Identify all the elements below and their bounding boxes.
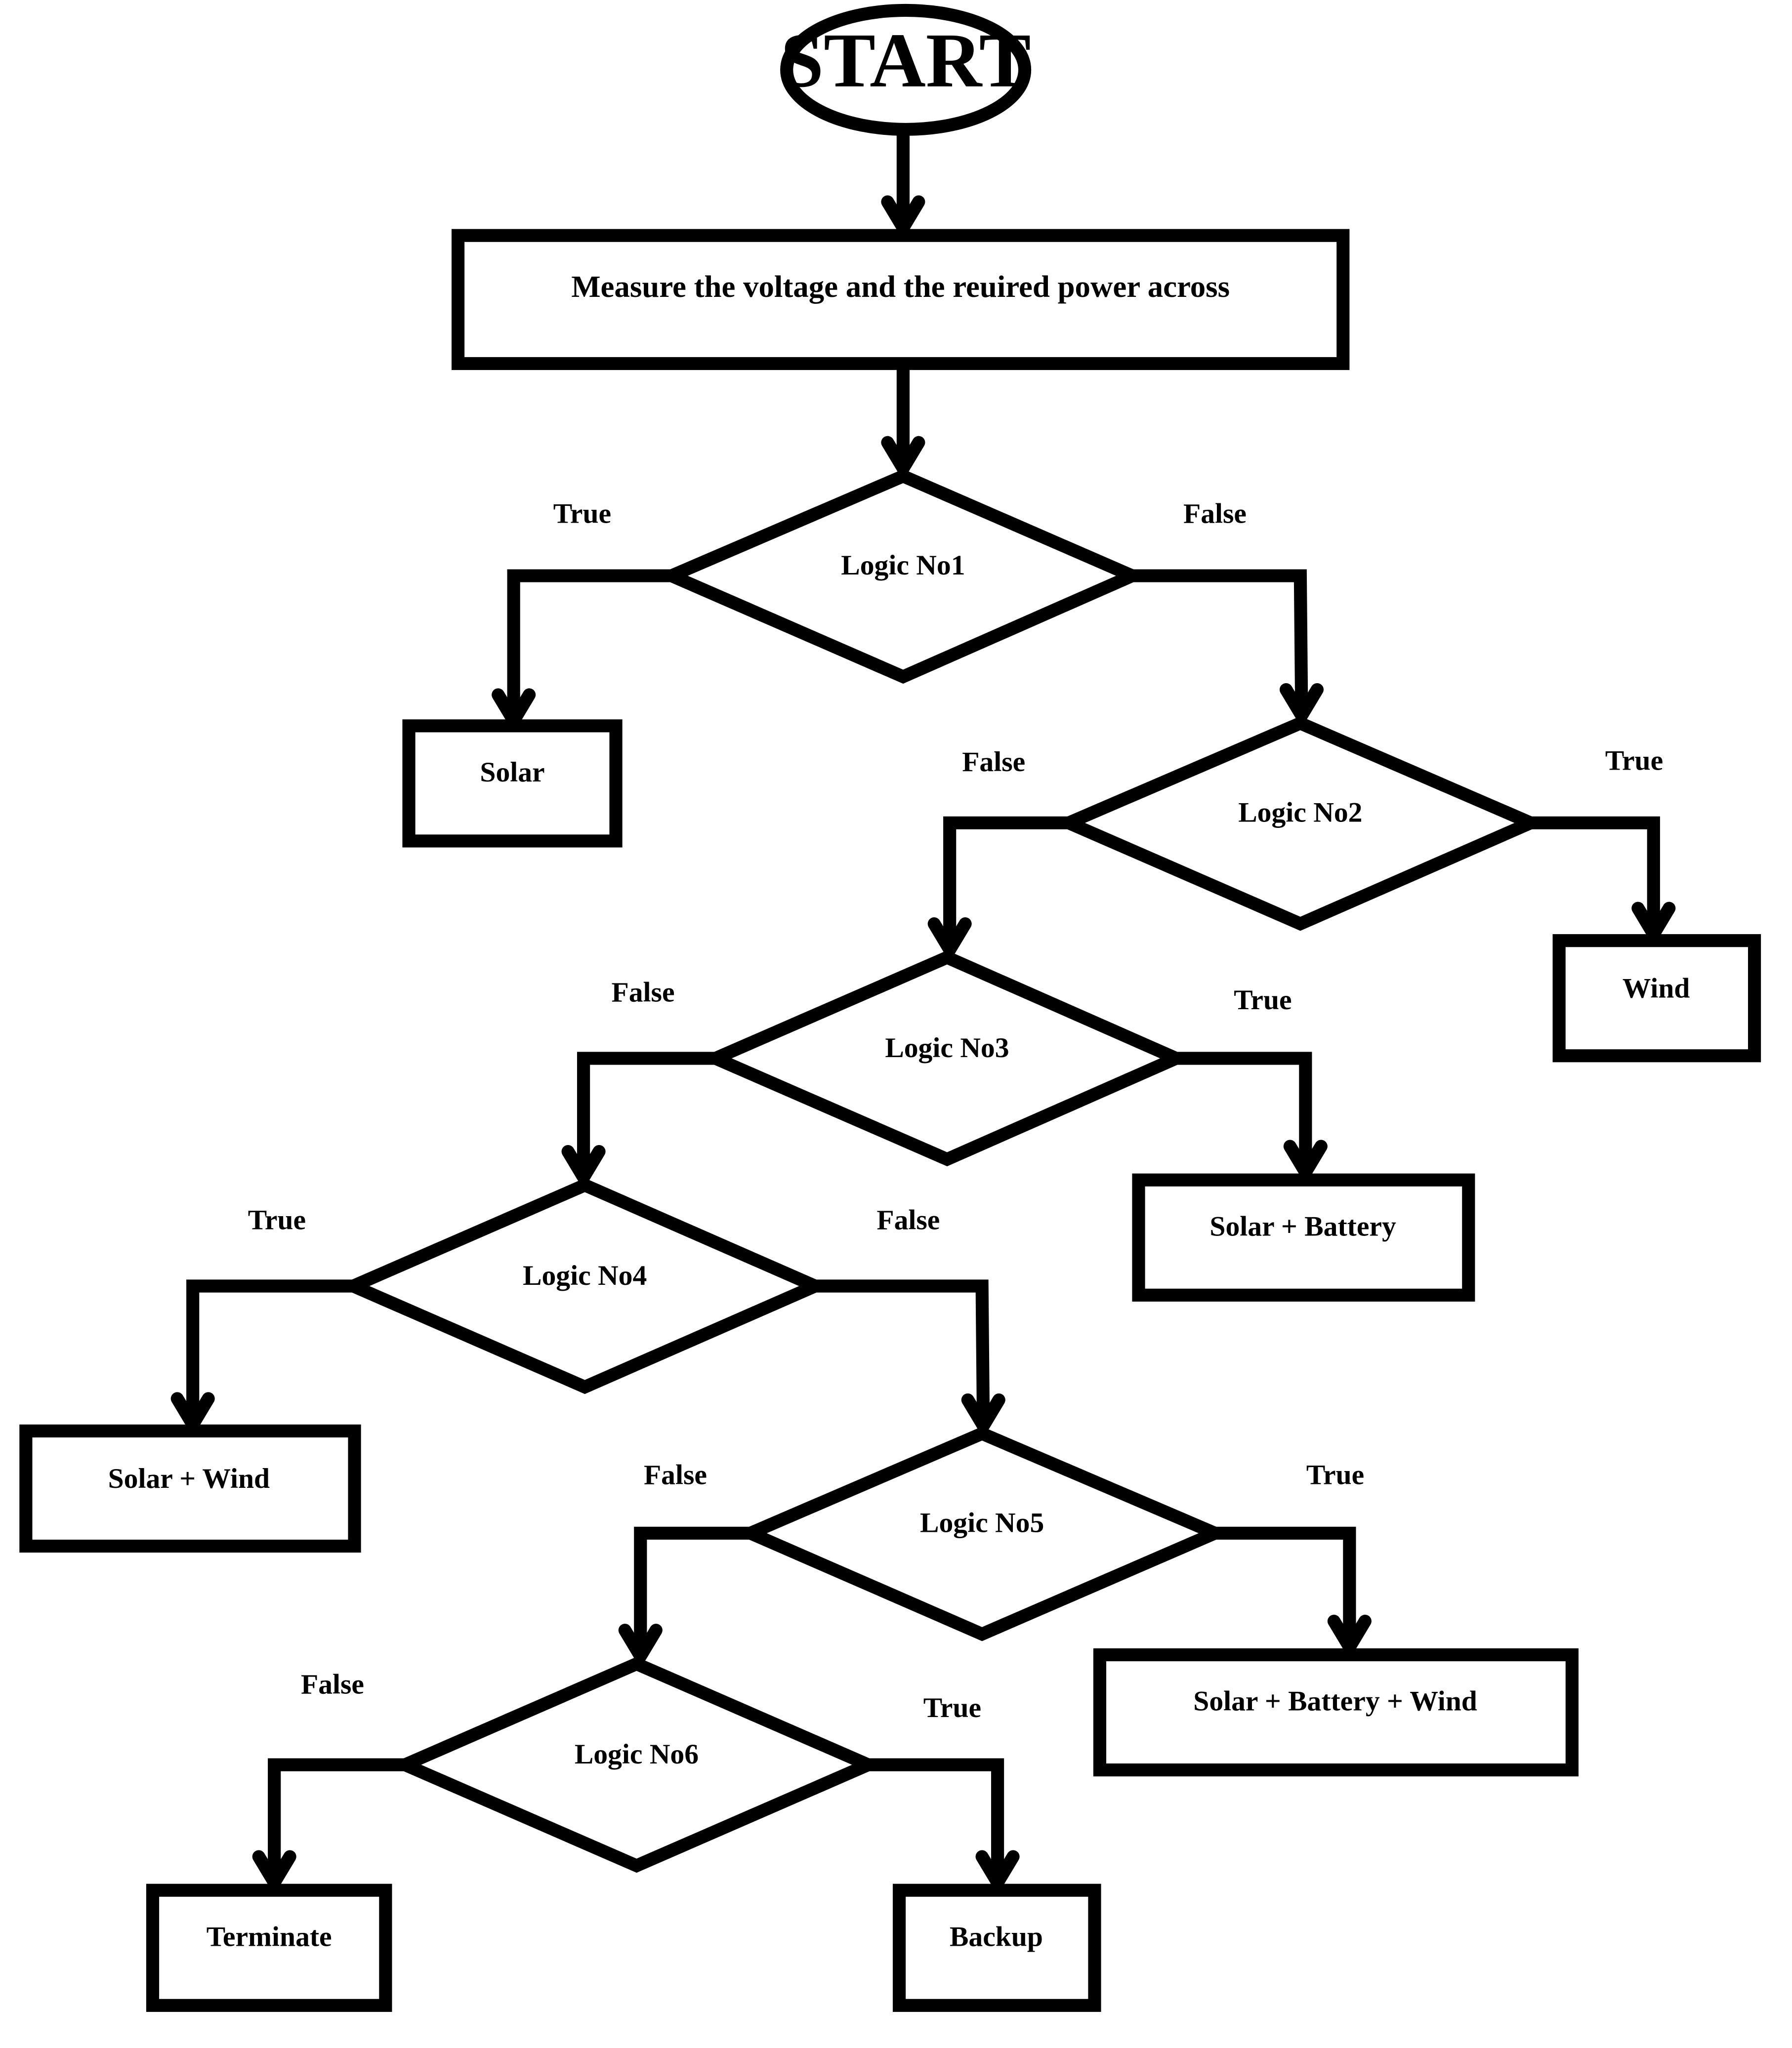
connectors [170,130,1676,1889]
arrowhead-logic-1-true [492,688,536,728]
logic-3-diamond [699,950,1192,1167]
arrow-logic-2-false [943,816,1069,950]
logic-3-true-label: True [1234,984,1292,1016]
logic-5-label: Logic No5 [920,1507,1044,1538]
decision-logic-1: Logic No1 [655,469,1149,684]
outcome-solar-battery: Solar + Battery [1132,1173,1475,1302]
start-label: START [781,17,1031,103]
start-ellipse [780,3,1032,136]
terminate-label: Terminate [207,1921,332,1952]
logic-4-false-label: False [876,1204,940,1235]
logic-5-true-label: True [1306,1459,1364,1490]
logic-1-label: Logic No1 [841,550,965,581]
arrowhead-logic-4-false [961,1393,1005,1433]
logic-1-false-label: False [1183,498,1247,529]
outcome-terminate: Terminate [146,1884,392,2012]
logic-2-label: Logic No2 [1238,797,1362,828]
logic-1-diamond [655,469,1149,684]
logic-3-label: Logic No3 [885,1032,1009,1064]
decision-logic-6: Logic No6 [388,1657,884,1873]
logic-5-false-label: False [644,1459,707,1490]
decision-logic-2: Logic No2 [1052,716,1547,931]
arrow-logic-1-true [507,569,672,721]
wind-box [1552,934,1761,1063]
outcome-solar: Solar [402,719,623,848]
arrow-logic-2-true [1531,816,1660,935]
solar-battery-wind-box [1093,1648,1579,1777]
solar-battery-wind-label: Solar + Battery + Wind [1193,1686,1477,1717]
measure-box [451,229,1350,370]
wind-label: Wind [1623,973,1690,1004]
arrowhead-logic-6-true [975,1850,1020,1889]
arrow-logic-4-true [186,1279,353,1425]
logic-6-true-label: True [923,1692,981,1723]
outcome-wind: Wind [1552,934,1761,1063]
arrow-logic-3-true [1176,1052,1312,1173]
measure-label: Measure the voltage and the reuired powe… [571,269,1230,304]
arrow-logic-5-true [1215,1526,1356,1647]
solar-battery-label: Solar + Battery [1209,1211,1396,1242]
arrow-logic-4-false [815,1279,990,1426]
logic-6-false-label: False [301,1669,364,1700]
solar-wind-label: Solar + Wind [108,1463,270,1494]
decision-logic-4: Logic No4 [337,1178,832,1394]
outcome-backup: Backup [892,1884,1101,2012]
branch-labels: True False False True False True True Fa… [248,498,1663,1723]
logic-3-false-label: False [612,977,675,1008]
arrowhead-logic-5-true [1327,1614,1372,1654]
decision-logic-5: Logic No5 [734,1426,1232,1641]
logic-1-true-label: True [553,498,611,529]
measure-node: Measure the voltage and the reuired powe… [451,229,1350,370]
arrow-logic-5-false [634,1526,750,1656]
arrow-logic-6-true [868,1758,1004,1883]
logic-2-true-label: True [1605,745,1663,777]
solar-label: Solar [480,757,544,788]
arrow-logic-6-false [268,1758,405,1883]
arrowhead-logic-2-false [927,917,972,956]
arrowhead-logic-4-true [170,1392,215,1431]
decision-logic-3: Logic No3 [699,950,1192,1167]
arrow-logic-1-false [1132,569,1308,716]
logic-4-diamond [337,1178,832,1394]
logic-6-diamond [388,1657,884,1873]
arrowhead-measure-to-logic-1 [881,436,925,475]
logic-4-true-label: True [248,1204,306,1235]
logic-2-false-label: False [962,746,1025,778]
arrowhead-logic-6-false [252,1850,296,1889]
outcome-solar-wind: Solar + Wind [19,1424,361,1553]
logic-2-diamond [1052,716,1547,931]
terminate-box [146,1884,392,2012]
logic-6-label: Logic No6 [575,1739,699,1770]
arrowhead-start-to-measure [881,195,925,235]
start-node: START [780,3,1032,136]
arrowhead-logic-3-true [1283,1140,1328,1179]
backup-box [892,1884,1101,2012]
outcome-solar-battery-wind: Solar + Battery + Wind [1093,1648,1579,1777]
arrowhead-logic-5-false [618,1624,663,1663]
arrowhead-logic-2-true [1631,901,1676,941]
arrowhead-logic-3-false [561,1145,606,1184]
backup-label: Backup [950,1921,1043,1952]
arrowhead-logic-1-false [1279,683,1324,722]
solar-battery-box [1132,1173,1475,1302]
arrow-logic-3-false [577,1052,716,1178]
logic-5-diamond [734,1426,1232,1641]
solar-wind-box [19,1424,361,1553]
logic-4-label: Logic No4 [523,1260,647,1291]
solar-box [402,719,623,848]
